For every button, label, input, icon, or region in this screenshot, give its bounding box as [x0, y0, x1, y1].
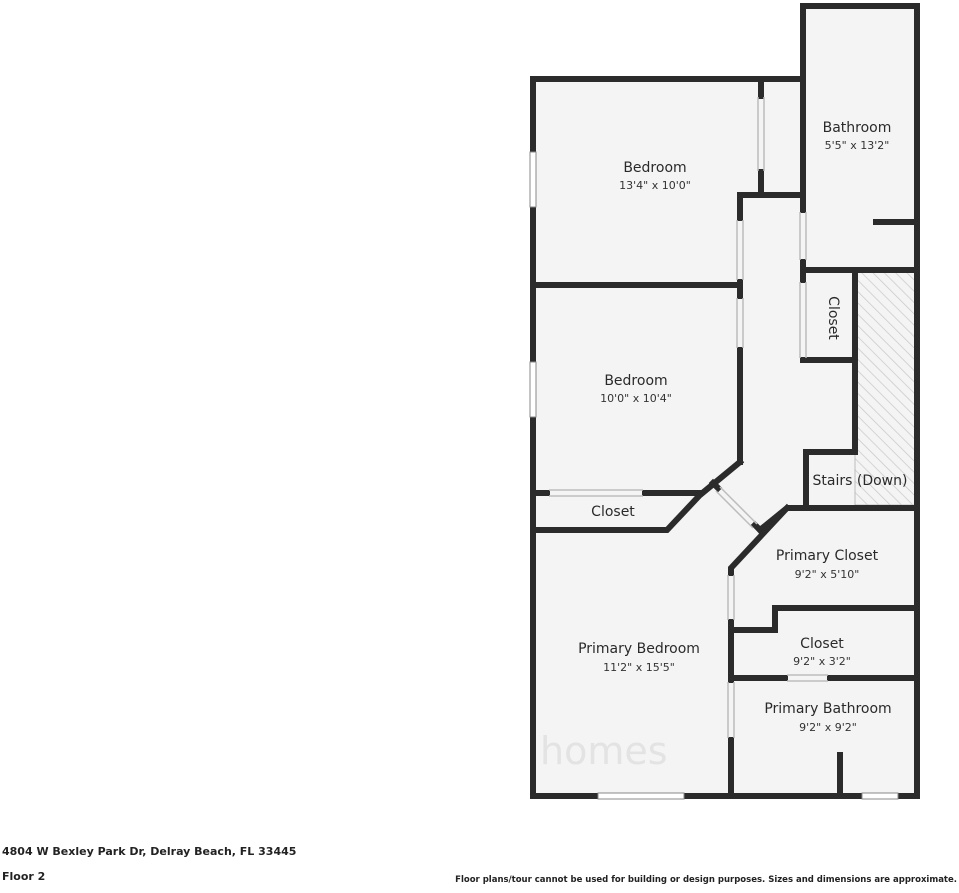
room-name: Primary Bathroom: [764, 701, 891, 717]
room-dimensions: 13'4" x 10'0": [619, 179, 691, 192]
room-name: Bedroom: [623, 160, 686, 176]
property-address: 4804 W Bexley Park Dr, Delray Beach, FL …: [2, 845, 297, 858]
stairs-hatch: [855, 270, 917, 505]
room-labels: Bedroom 13'4" x 10'0" Bathroom 5'5" x 13…: [578, 120, 907, 734]
room-name: Closet: [800, 636, 844, 652]
room-name: Bedroom: [604, 373, 667, 389]
room-name: Primary Closet: [776, 548, 879, 564]
room-dimensions: 11'2" x 15'5": [603, 661, 675, 674]
room-dimensions: 9'2" x 9'2": [799, 721, 857, 734]
room-name: Stairs (Down): [813, 473, 908, 489]
room-dimensions: 9'2" x 5'10": [795, 568, 860, 581]
room-name: Primary Bedroom: [578, 641, 700, 657]
room-dimensions: 10'0" x 10'4": [600, 392, 672, 405]
room-dimensions: 5'5" x 13'2": [825, 139, 890, 152]
floor-label: Floor 2: [2, 870, 46, 883]
walls: [530, 3, 920, 799]
room-name: Closet: [825, 296, 841, 340]
disclaimer-text: Floor plans/tour cannot be used for buil…: [455, 875, 957, 885]
room-name: Bathroom: [823, 120, 892, 136]
openings: [549, 97, 828, 738]
watermark: homes: [540, 729, 668, 773]
room-dimensions: 9'2" x 3'2": [793, 655, 851, 668]
room-name: Closet: [591, 504, 635, 520]
windows: [529, 151, 899, 800]
